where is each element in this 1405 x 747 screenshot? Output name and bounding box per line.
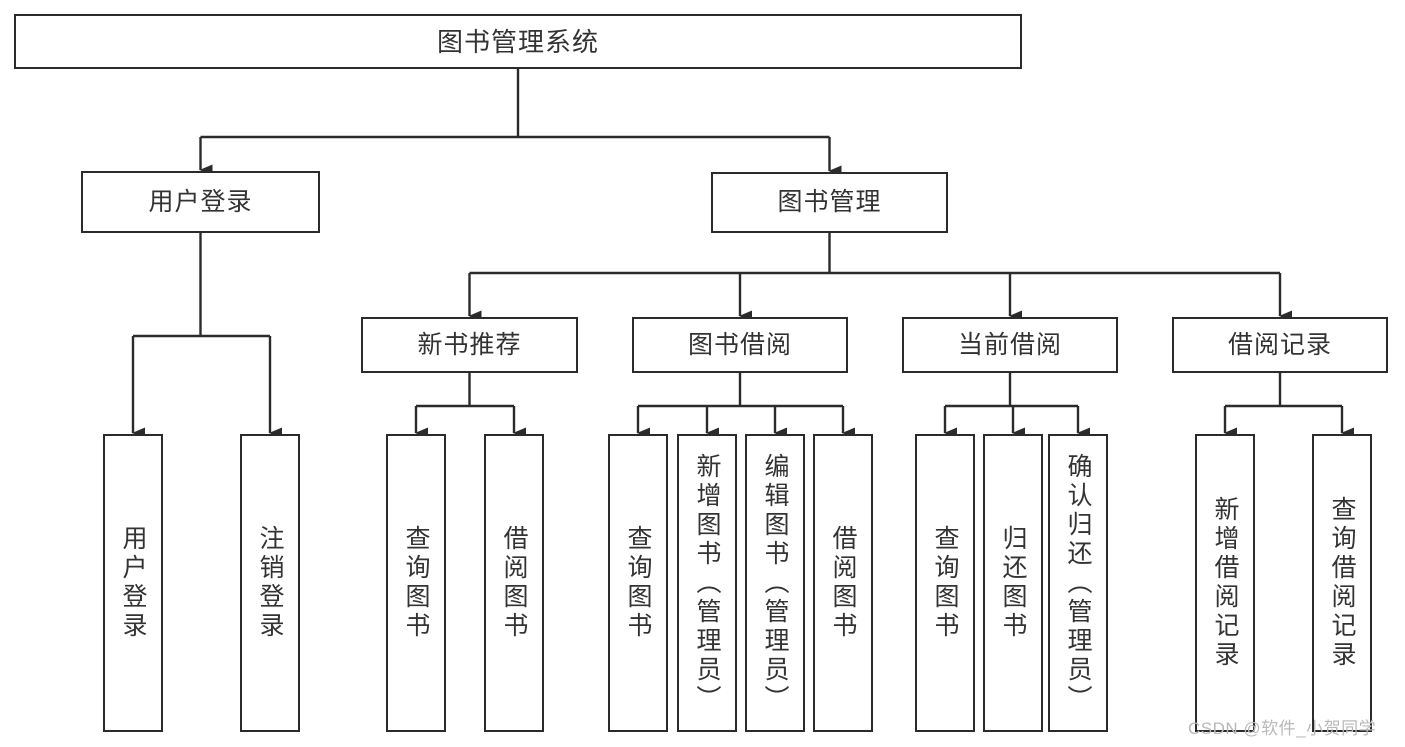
node-label: 查询借阅记录 — [1328, 496, 1356, 670]
node-leaf-query-book-2[interactable]: 查询图书 — [608, 434, 668, 732]
node-leaf-query-book-1[interactable]: 查询图书 — [386, 434, 446, 732]
node-label: 图书管理系统 — [436, 26, 599, 57]
node-label: 查询图书 — [931, 525, 959, 641]
node-label: 用户登录 — [148, 187, 253, 216]
node-new-book-recommend[interactable]: 新书推荐 — [361, 317, 578, 373]
node-leaf-logout-login[interactable]: 注销登录 — [240, 434, 300, 732]
node-label: 查询图书 — [402, 525, 430, 641]
node-label: 归还图书 — [999, 525, 1027, 641]
node-current-borrow[interactable]: 当前借阅 — [902, 317, 1118, 373]
node-label: 借阅图书 — [829, 525, 857, 641]
node-label: 借阅图书 — [500, 525, 528, 641]
node-leaf-query-book-3[interactable]: 查询图书 — [915, 434, 975, 732]
node-leaf-user-login[interactable]: 用户登录 — [103, 434, 163, 732]
node-leaf-borrow-book-1[interactable]: 借阅图书 — [484, 434, 544, 732]
node-label: 用户登录 — [119, 525, 147, 641]
node-label: 图书借阅 — [687, 330, 792, 359]
node-book-manage[interactable]: 图书管理 — [711, 172, 948, 233]
node-user-login[interactable]: 用户登录 — [81, 171, 320, 233]
node-leaf-add-book[interactable]: 新增图书（管理员） — [677, 434, 737, 732]
node-label: 当前借阅 — [957, 330, 1062, 359]
node-label: 新书推荐 — [417, 330, 522, 359]
node-root[interactable]: 图书管理系统 — [14, 14, 1022, 69]
node-leaf-query-record[interactable]: 查询借阅记录 — [1312, 434, 1372, 732]
node-book-borrow[interactable]: 图书借阅 — [632, 317, 848, 373]
node-borrow-record[interactable]: 借阅记录 — [1172, 317, 1388, 373]
node-label: 查询图书 — [624, 525, 652, 641]
node-label: 编辑图书（管理员） — [761, 452, 789, 714]
node-leaf-return-book[interactable]: 归还图书 — [983, 434, 1043, 732]
node-leaf-borrow-book-2[interactable]: 借阅图书 — [813, 434, 873, 732]
node-label: 注销登录 — [256, 525, 284, 641]
node-label: 图书管理 — [777, 188, 882, 216]
node-leaf-add-record[interactable]: 新增借阅记录 — [1195, 434, 1255, 732]
node-label: 新增图书（管理员） — [693, 452, 721, 714]
csdn-watermark: CSDN @软件_小贺同学 — [1188, 719, 1377, 738]
node-leaf-confirm-return[interactable]: 确认归还（管理员） — [1048, 434, 1108, 732]
node-label: 确认归还（管理员） — [1064, 452, 1092, 714]
node-leaf-edit-book[interactable]: 编辑图书（管理员） — [745, 434, 805, 732]
node-label: 借阅记录 — [1227, 330, 1332, 359]
node-label: 新增借阅记录 — [1211, 496, 1239, 670]
